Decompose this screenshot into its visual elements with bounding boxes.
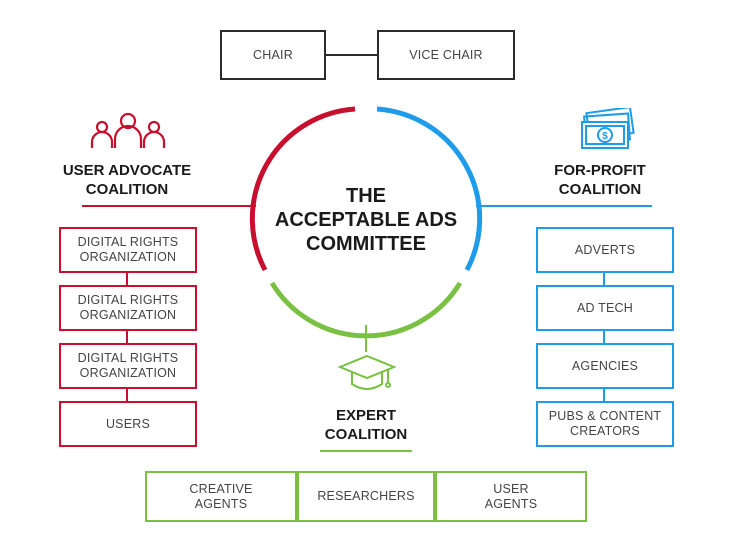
user-advocate-item: DIGITAL RIGHTS ORGANIZATION	[59, 227, 197, 273]
expert-item: CREATIVE AGENTS	[145, 471, 297, 522]
money-bills-icon: $	[581, 108, 635, 149]
chair-box: CHAIR	[220, 30, 326, 80]
ring-blue-arc	[376, 106, 483, 272]
graduation-cap-icon	[337, 354, 397, 390]
user-advocate-item: USERS	[59, 401, 197, 447]
expert-item: USER AGENTS	[435, 471, 587, 522]
user-advocate-title: USER ADVOCATE COALITION	[62, 162, 192, 198]
committee-title: THE ACCEPTABLE ADS COMMITTEE	[274, 185, 458, 255]
for-profit-item: PUBS & CONTENT CREATORS	[536, 401, 674, 447]
for-profit-item: AGENCIES	[536, 343, 674, 389]
user-advocate-item: DIGITAL RIGHTS ORGANIZATION	[59, 285, 197, 331]
for-profit-item: ADVERTS	[536, 227, 674, 273]
for-profit-title: FOR-PROFIT COALITION	[554, 162, 646, 198]
chair-label: CHAIR	[253, 47, 293, 62]
expert-item: RESEARCHERS	[297, 471, 435, 522]
for-profit-item: AD TECH	[536, 285, 674, 331]
expert-title: EXPERT COALITION	[324, 407, 408, 443]
ring-red-arc	[249, 106, 356, 272]
user-advocate-item: DIGITAL RIGHTS ORGANIZATION	[59, 343, 197, 389]
vice-chair-box: VICE CHAIR	[377, 30, 515, 80]
svg-text:$: $	[602, 131, 608, 142]
vice-chair-label: VICE CHAIR	[409, 47, 483, 62]
people-group-icon	[90, 112, 166, 148]
